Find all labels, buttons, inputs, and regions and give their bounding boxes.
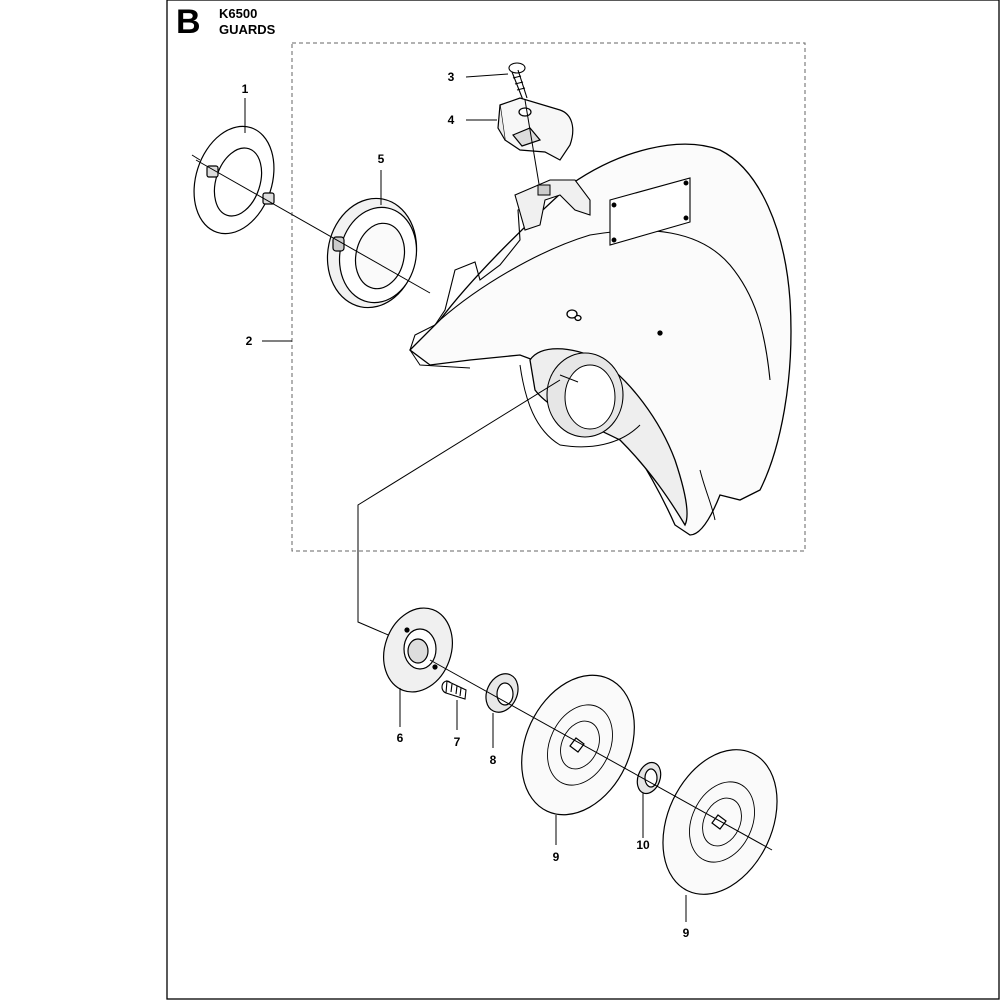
washer-ring-part xyxy=(193,125,275,235)
callout-10: 10 xyxy=(636,838,650,852)
page-border xyxy=(166,0,1000,1000)
inner-flange-part xyxy=(383,607,453,693)
cutting-blade-part xyxy=(521,674,635,816)
screw-part xyxy=(508,62,528,101)
group-title: GUARDS xyxy=(219,22,276,37)
spacer-ring-part xyxy=(636,761,662,795)
assembly-box xyxy=(291,42,806,552)
bushing-part xyxy=(326,197,418,309)
callout-3: 3 xyxy=(448,70,455,84)
callout-6: 6 xyxy=(397,731,404,745)
model-name: K6500 xyxy=(219,6,258,21)
cutting-blade-part-2 xyxy=(662,749,778,895)
callout-8: 8 xyxy=(490,753,497,767)
spindle-axis-line xyxy=(429,659,773,851)
callout-9-second: 9 xyxy=(683,926,690,940)
leader-lines xyxy=(244,73,687,922)
nut-part xyxy=(485,673,519,713)
section-letter: B xyxy=(176,3,201,41)
callout-2: 2 xyxy=(246,334,253,348)
bolt-part xyxy=(441,680,467,700)
clamp-block-part xyxy=(497,97,574,161)
blade-guard-part xyxy=(409,143,792,536)
axis-leader-line xyxy=(357,379,561,641)
callout-7: 7 xyxy=(454,735,461,749)
callout-9-first: 9 xyxy=(553,850,560,864)
callout-5: 5 xyxy=(378,152,385,166)
callout-4: 4 xyxy=(448,113,455,127)
callout-1: 1 xyxy=(242,82,249,96)
